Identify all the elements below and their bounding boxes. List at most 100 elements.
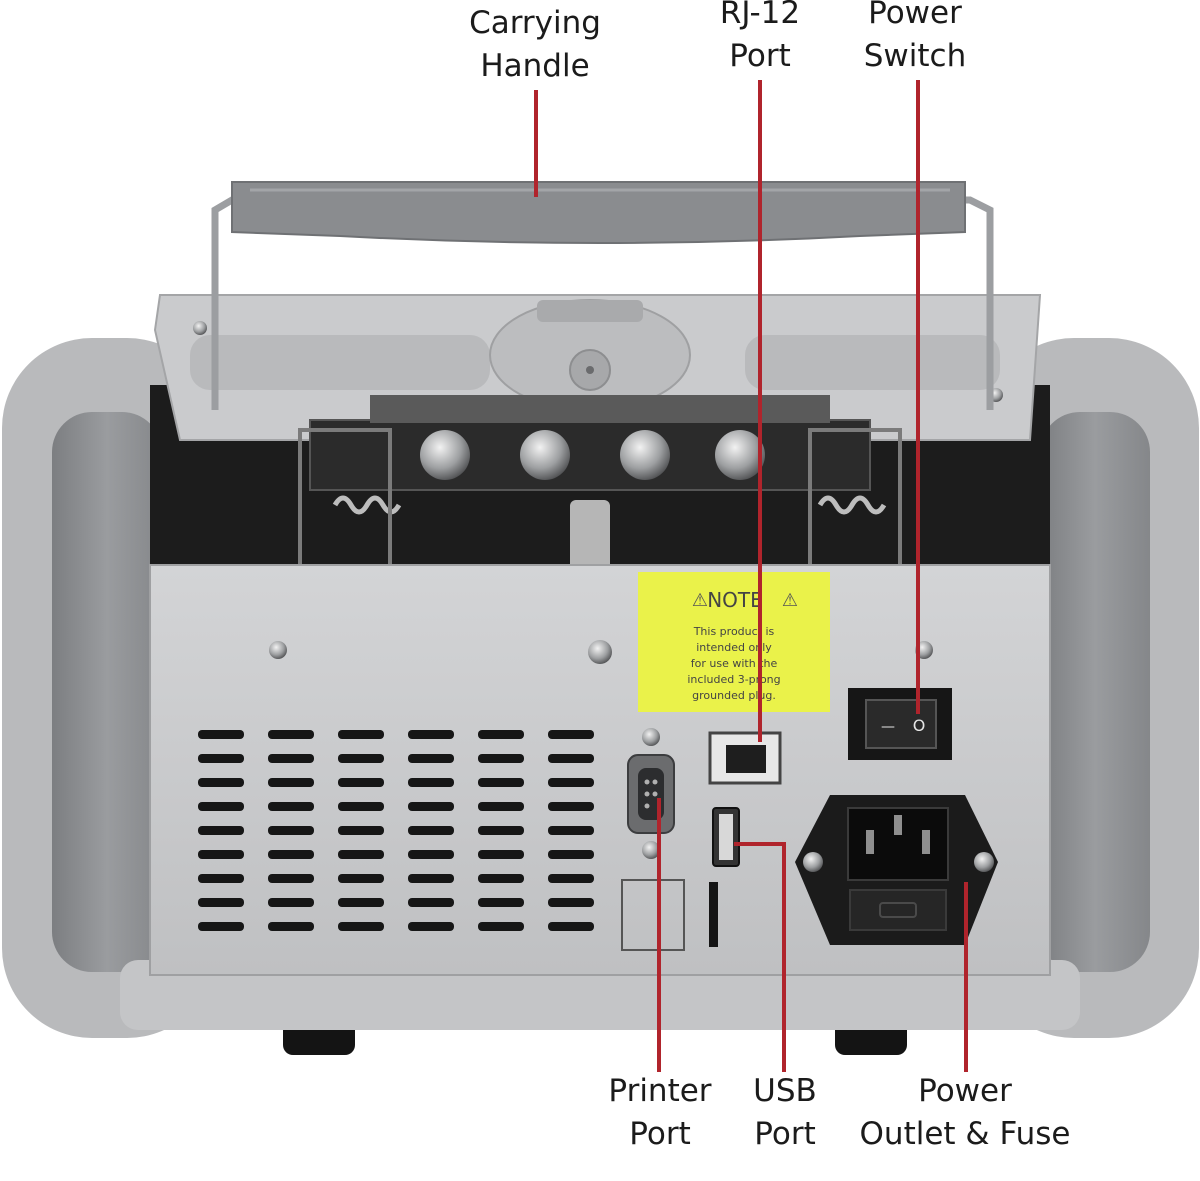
svg-text:⚠: ⚠ (782, 590, 798, 611)
note-label: ⚠ ⚠ NOTE This product is intended only f… (638, 572, 830, 712)
note-line: grounded plug. (692, 689, 776, 702)
vent-slot (408, 874, 454, 883)
callout-line: Power (918, 1073, 1012, 1109)
roller-bracket (309, 419, 871, 491)
printer-port (627, 728, 675, 859)
vent-slot (198, 802, 244, 811)
vent-slot (338, 802, 384, 811)
vent-slot (478, 802, 524, 811)
vent-slot (548, 730, 594, 739)
rj12-port (708, 731, 782, 785)
vent-slot (548, 754, 594, 763)
vent-slot (268, 850, 314, 859)
vent-slot (408, 754, 454, 763)
vent-slot (198, 826, 244, 835)
vent-slot (478, 826, 524, 835)
vent-slot (408, 730, 454, 739)
vent-slot (548, 898, 594, 907)
leader-lines (534, 80, 968, 1072)
callout-line: RJ-12 (719, 0, 801, 31)
adjust-screw (570, 500, 610, 575)
callout-line: Carrying (469, 5, 601, 41)
vent-slot (198, 730, 244, 739)
vent-slot (478, 778, 524, 787)
side-panel-left (52, 412, 162, 972)
callout-line: USB (753, 1073, 817, 1109)
carrying-handle-bar (231, 181, 966, 244)
callout-line: Outlet & Fuse (859, 1116, 1071, 1152)
vent-slot (478, 754, 524, 763)
vent-slot (268, 826, 314, 835)
vent-slot (198, 874, 244, 883)
side-panel-right (1040, 412, 1150, 972)
callout-line: Handle (480, 48, 590, 84)
vent-slot (548, 922, 594, 931)
housing-bottom (120, 960, 1080, 1030)
callout-usb-port: USB Port (725, 1070, 845, 1156)
switch-off-mark: O (913, 716, 926, 735)
vent-slot (478, 874, 524, 883)
vent-slot (408, 826, 454, 835)
vent-slot (198, 850, 244, 859)
vent-slot (478, 922, 524, 931)
tension-springs (332, 495, 887, 515)
vent-slot (198, 778, 244, 787)
vent-slot (268, 778, 314, 787)
blank-knockout (621, 879, 685, 951)
vent-slot (338, 898, 384, 907)
callout-line: Port (729, 38, 791, 74)
note-line: intended only (696, 641, 772, 654)
vent-slot (338, 850, 384, 859)
callout-line: Port (754, 1116, 816, 1152)
ventilation-grille (198, 730, 594, 931)
vent-slot (408, 802, 454, 811)
note-line: This product is (693, 625, 775, 638)
note-heading: NOTE (707, 588, 763, 612)
leader-usb-port (734, 842, 786, 1072)
callout-line: Power (868, 0, 962, 31)
vent-slot (548, 874, 594, 883)
feed-rollers (420, 430, 765, 480)
vent-slot (268, 730, 314, 739)
vent-slot (338, 778, 384, 787)
vent-slot (408, 778, 454, 787)
svg-text:⚠: ⚠ (692, 590, 708, 611)
vent-slot (268, 898, 314, 907)
vent-slot (338, 754, 384, 763)
note-line: for use with the (691, 657, 778, 670)
callout-power-switch: Power Switch (830, 0, 1000, 78)
vent-slot (338, 730, 384, 739)
vent-slot (338, 874, 384, 883)
vent-slot (198, 922, 244, 931)
callout-line: Port (629, 1116, 691, 1152)
note-line: included 3-prong (687, 673, 780, 686)
vent-slot (338, 826, 384, 835)
callout-carrying-handle: Carrying Handle (435, 2, 635, 88)
callout-line: Switch (863, 38, 967, 74)
vent-slot (198, 898, 244, 907)
power-outlet-fuse (795, 795, 998, 945)
callout-printer-port: Printer Port (585, 1070, 735, 1156)
vent-slot (478, 730, 524, 739)
card-slot (709, 882, 718, 947)
vent-slot (338, 922, 384, 931)
vent-slot (478, 898, 524, 907)
vent-slot (478, 850, 524, 859)
vent-slot (548, 778, 594, 787)
vent-slot (408, 850, 454, 859)
vent-slot (198, 754, 244, 763)
callout-line: Printer (608, 1073, 712, 1109)
vent-slot (268, 874, 314, 883)
vent-slot (268, 802, 314, 811)
vent-slot (548, 826, 594, 835)
callout-rj12-port: RJ-12 Port (680, 0, 840, 78)
vent-slot (548, 850, 594, 859)
usb-port (712, 807, 740, 867)
power-switch: — O (848, 688, 952, 760)
vent-slot (548, 802, 594, 811)
vent-slot (408, 898, 454, 907)
vent-slot (268, 922, 314, 931)
switch-on-mark: — (881, 719, 895, 735)
